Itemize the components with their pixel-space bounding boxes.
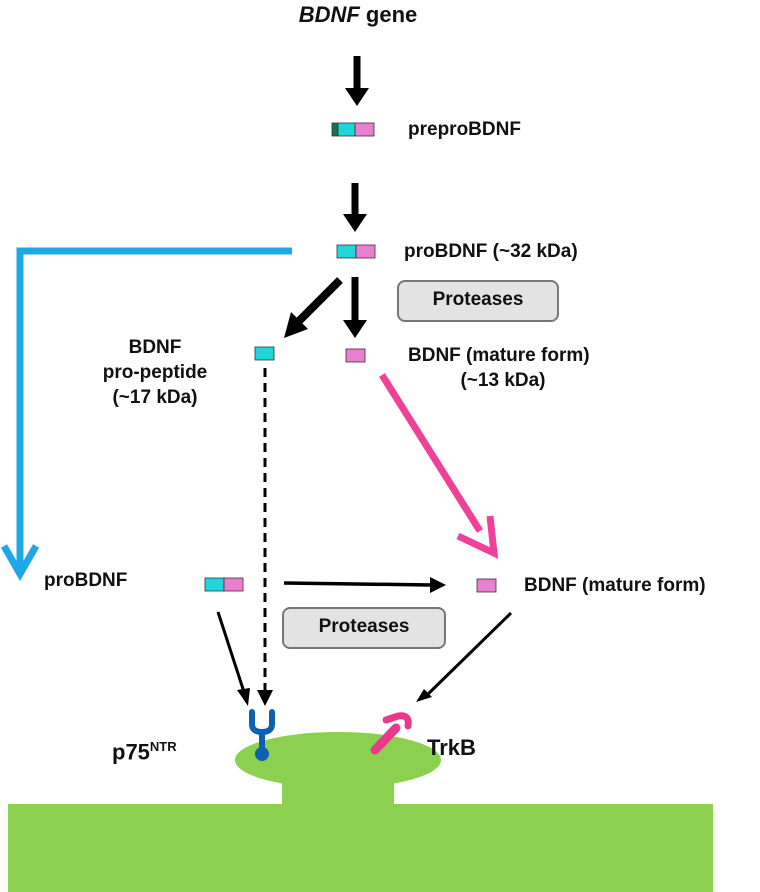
propeptide-molecule	[254, 346, 275, 361]
arrow-probdnf-to-p75	[216, 611, 250, 706]
trkb-label: TrkB	[427, 735, 476, 760]
arrow-probdnf-to-mature-extracellular	[283, 577, 446, 593]
blue-secretion-arrow	[0, 247, 292, 582]
mature-bottom-label: BDNF (mature form)	[524, 575, 706, 596]
probdnf-molecule-top	[336, 244, 376, 259]
arrow-gene-to-prepro	[345, 56, 369, 106]
gene-title: BDNF gene	[278, 4, 438, 26]
proteases-box-top: Proteases	[397, 280, 559, 322]
gene-name: BDNF	[298, 2, 360, 27]
arrow-pro-to-propeptide	[284, 277, 343, 338]
p75-label-sup: NTR	[149, 739, 177, 754]
p75-receptor	[249, 709, 275, 761]
p75-label-base: p75	[112, 739, 150, 765]
probdnf-molecule-bottom	[204, 577, 244, 592]
probdnf-top-label: proBDNF (~32 kDa)	[404, 241, 578, 262]
propeptide-label-3: (~17 kDa)	[112, 387, 198, 408]
trkb-receptor	[370, 712, 412, 755]
preprobdnf-molecule	[331, 122, 375, 137]
mature-label-1: BDNF (mature form)	[408, 345, 590, 366]
propeptide-label-1: BDNF	[128, 337, 182, 358]
arrow-mature-to-trkb	[416, 611, 513, 702]
cell-membrane	[8, 732, 713, 892]
mature-bdnf-molecule-top	[345, 348, 366, 363]
p75-label: p75NTR	[112, 736, 177, 763]
prepro-label: preproBDNF	[408, 119, 521, 140]
propeptide-label-2: pro-peptide	[102, 362, 208, 383]
arrow-pro-to-mature	[343, 277, 367, 338]
mature-bdnf-molecule-bottom	[476, 578, 497, 593]
magenta-secretion-arrow	[379, 373, 499, 559]
dashed-propeptide-arrow	[257, 368, 273, 706]
proteases-box-bottom: Proteases	[282, 607, 446, 649]
arrow-prepro-to-pro	[343, 183, 367, 232]
mature-label-2: (~13 kDa)	[460, 370, 546, 391]
probdnf-bottom-label: proBDNF	[44, 570, 128, 591]
gene-suffix: gene	[359, 2, 418, 27]
